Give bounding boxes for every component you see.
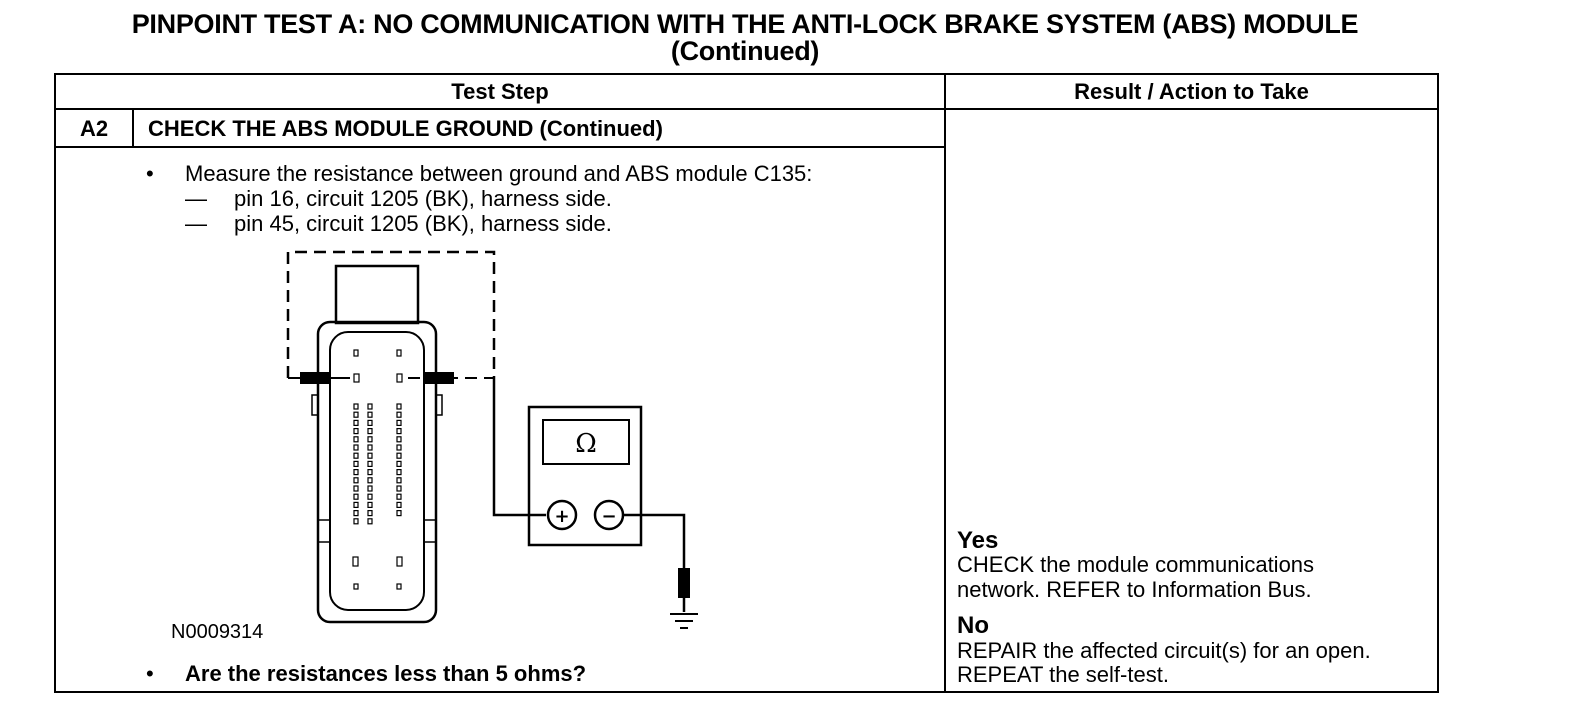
connector-c135-body (316, 320, 438, 624)
terminal-cell (353, 469, 359, 476)
terminal-cell (367, 403, 373, 410)
connector-latch-left (311, 394, 319, 416)
connector-key-right (423, 519, 437, 543)
page-subtitle: (Continued) (670, 36, 820, 66)
connector-latch-right (435, 394, 443, 416)
page-title: PINPOINT TEST A: NO COMMUNICATION WITH T… (131, 9, 1359, 39)
terminal-cell (396, 460, 402, 467)
terminal-cell (367, 485, 373, 492)
terminal-cell (367, 428, 373, 435)
terminal-cell (353, 444, 359, 451)
terminal-cell (396, 510, 402, 517)
result-no-label: No (957, 612, 989, 639)
terminal-cell (367, 510, 373, 517)
result-no-text-1: REPAIR the affected circuit(s) for an op… (957, 638, 1371, 663)
terminal-cell (367, 452, 373, 459)
terminal-cell (353, 583, 359, 590)
dash-mark: — (185, 211, 207, 236)
terminal-cell (353, 452, 359, 459)
terminal-cell (396, 493, 402, 500)
terminal-cell (353, 411, 359, 418)
terminal-cell (367, 444, 373, 451)
terminal-cell (396, 477, 402, 484)
terminal-cell (396, 419, 402, 426)
terminal-cell (396, 373, 403, 383)
terminal-cell (353, 428, 359, 435)
ohmmeter (527, 405, 643, 547)
terminal-cell (367, 501, 373, 508)
terminal-cell (353, 510, 359, 517)
terminal-cell (353, 485, 359, 492)
terminal-cell (367, 518, 373, 525)
step-number-divider (132, 108, 134, 148)
dashed-breakout-outline (286, 250, 496, 378)
terminal-cell (396, 403, 402, 410)
terminal-cell (367, 493, 373, 500)
step-number: A2 (79, 116, 109, 141)
terminal-cell (396, 349, 402, 357)
terminal-cell (396, 411, 402, 418)
ground-probe-tip (678, 568, 690, 598)
terminal-cell (396, 501, 402, 508)
dash-mark: — (185, 186, 207, 211)
connector-inner-face (329, 331, 425, 611)
terminal-cell (396, 469, 402, 476)
positive-test-lead (492, 378, 546, 517)
result-yes-text-2: network. REFER to Information Bus. (957, 577, 1312, 602)
terminal-cell (396, 428, 402, 435)
terminal-cell (367, 411, 373, 418)
ohmmeter-positive-terminal (546, 499, 578, 531)
header-test-step: Test Step (451, 79, 549, 104)
terminal-cell (352, 556, 359, 567)
plus-sign: + (554, 506, 569, 527)
terminal-cell (367, 469, 373, 476)
probe-tip-right (424, 372, 454, 384)
step-title-divider (54, 146, 946, 148)
terminal-cell (396, 452, 402, 459)
minus-sign: − (601, 506, 616, 527)
terminal-cell (353, 477, 359, 484)
step-title: CHECK THE ABS MODULE GROUND (Continued) (148, 116, 663, 141)
terminal-cell (353, 349, 359, 357)
terminal-cell (353, 419, 359, 426)
result-yes-label: Yes (957, 527, 999, 554)
pinpoint-test-table (54, 73, 1439, 693)
connector-top-tab (334, 264, 420, 325)
terminal-cell (367, 460, 373, 467)
terminal-cell (353, 403, 359, 410)
terminal-cell (353, 460, 359, 467)
instruction-text: Measure the resistance between ground an… (185, 161, 813, 186)
ohm-symbol: Ω (575, 429, 597, 459)
terminal-cell (353, 373, 360, 383)
terminal-cell (367, 477, 373, 484)
sub-item-pin-16: pin 16, circuit 1205 (BK), harness side. (234, 186, 612, 211)
probe-tip-left (300, 372, 330, 384)
bullet-mark: • (146, 661, 154, 686)
terminal-cell (367, 436, 373, 443)
terminal-cell (353, 518, 359, 525)
terminal-cell (353, 501, 359, 508)
ohmmeter-display (542, 419, 630, 465)
terminal-cell (396, 485, 402, 492)
terminal-cell (396, 583, 402, 590)
result-no-text-2: REPEAT the self-test. (957, 662, 1169, 687)
terminal-cell (396, 556, 403, 567)
connector-terminals (352, 349, 403, 590)
terminal-cell (367, 419, 373, 426)
bullet-mark: • (146, 161, 154, 186)
result-yes-text-1: CHECK the module communications (957, 552, 1315, 577)
connector-key-left (317, 519, 331, 543)
figure-id: N0009314 (171, 621, 264, 643)
terminal-cell (353, 493, 359, 500)
negative-test-lead (623, 513, 686, 612)
header-divider (54, 108, 1439, 110)
terminal-cell (353, 436, 359, 443)
header-result-action: Result / Action to Take (1074, 79, 1309, 104)
terminal-cell (396, 444, 402, 451)
sub-item-pin-45: pin 45, circuit 1205 (BK), harness side. (234, 211, 612, 236)
terminal-cell (396, 436, 402, 443)
question-text: Are the resistances less than 5 ohms? (185, 661, 587, 686)
column-divider (944, 73, 946, 693)
